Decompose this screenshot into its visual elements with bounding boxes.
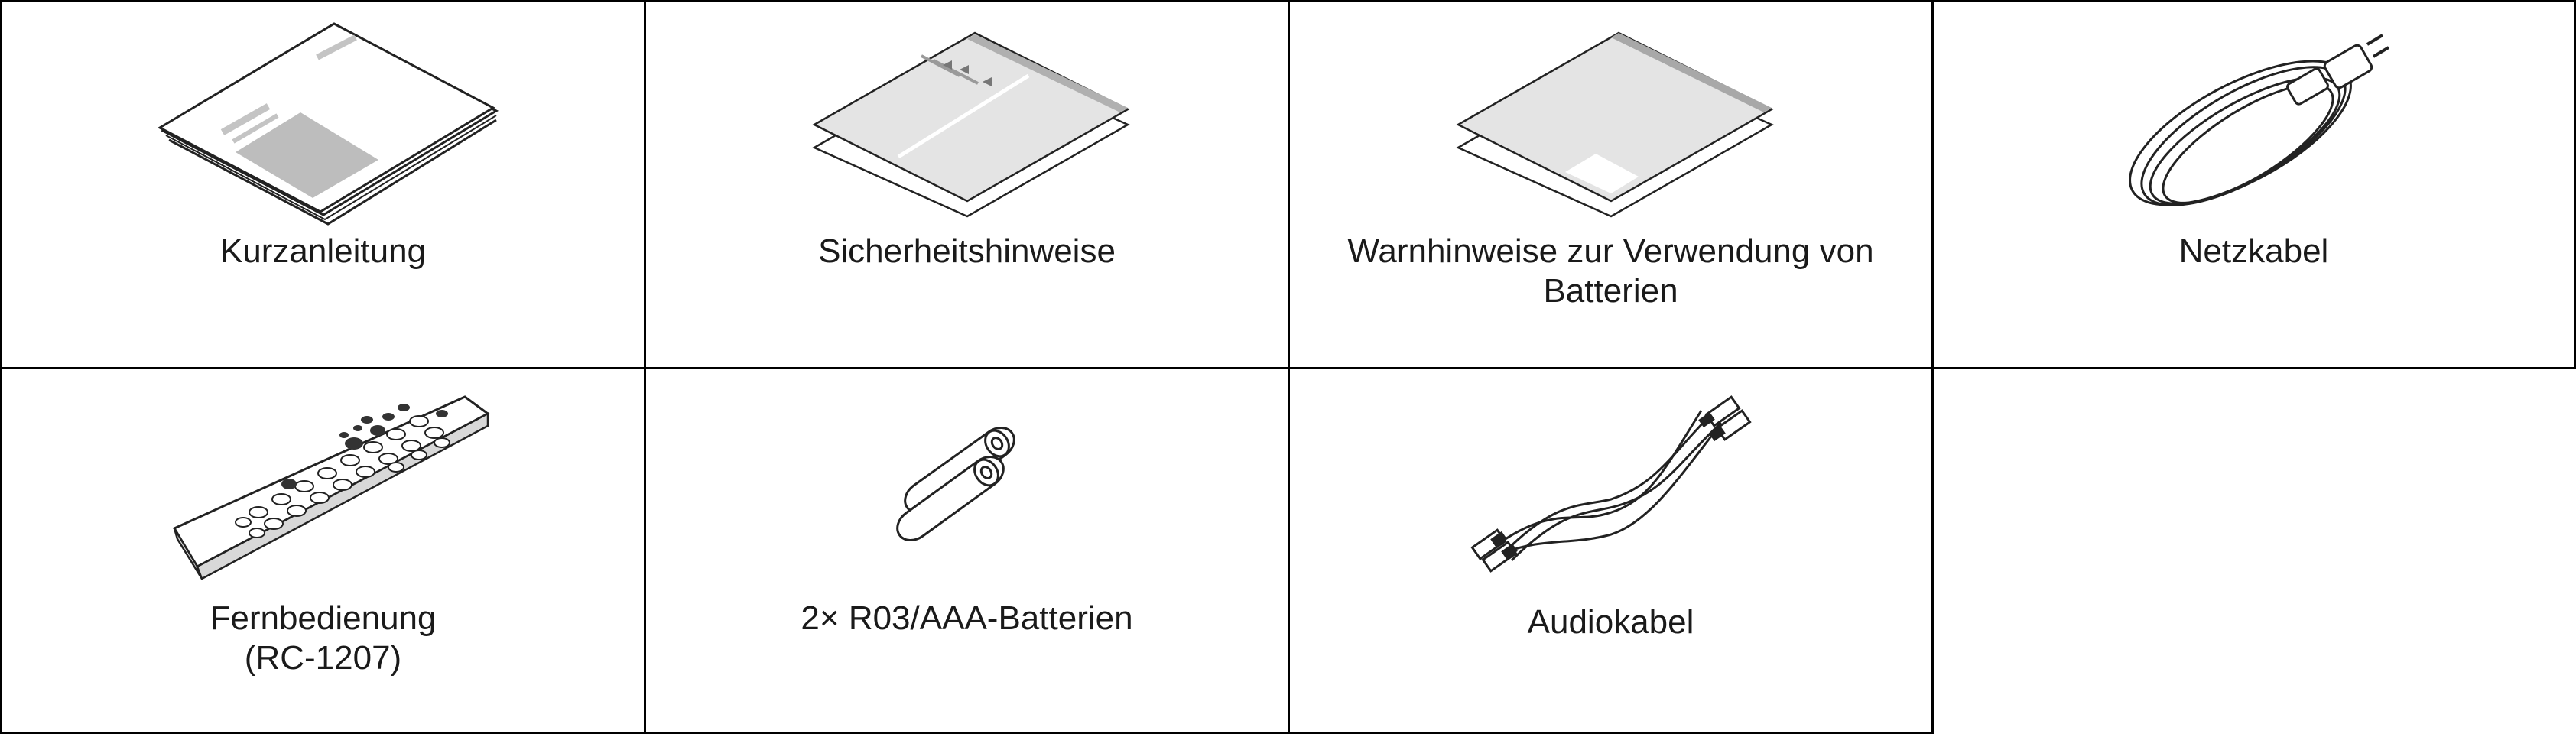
audio-cable-icon: [1470, 395, 1752, 573]
item-label: Kurzanleitung: [219, 232, 427, 270]
item-label-line1: Fernbedienung: [210, 599, 437, 637]
cell-power-cord: Netzkabel: [1931, 0, 2576, 369]
item-label: 2× R03/AAA-Batterien: [801, 599, 1133, 637]
power-cord-icon: [2129, 34, 2390, 206]
caption-remote-control: Fernbedienung (RC-1207): [2, 599, 644, 678]
cell-safety-instructions: Sicherheitshinweise: [644, 0, 1290, 369]
cell-battery-warnings: Warnhinweise zur Verwendung von Batterie…: [1288, 0, 1934, 369]
item-label-line1: Warnhinweise zur Verwendung von: [1347, 232, 1874, 270]
item-label: Audiokabel: [1527, 603, 1694, 641]
item-label-line2: Batterien: [1543, 272, 1678, 310]
caption-power-cord: Netzkabel: [1934, 232, 2574, 271]
cell-audio-cable: Audiokabel: [1288, 367, 1934, 734]
caption-batteries: 2× R03/AAA-Batterien: [646, 599, 1288, 638]
battery-icon: [896, 427, 1015, 541]
leaflet-icon: [812, 31, 1130, 218]
item-label: Netzkabel: [2178, 232, 2329, 270]
leaflet-icon: [1456, 31, 1774, 218]
caption-battery-warnings: Warnhinweise zur Verwendung von Batterie…: [1290, 232, 1931, 311]
caption-audio-cable: Audiokabel: [1290, 602, 1931, 642]
cell-quick-start-guide: Kurzanleitung: [0, 0, 646, 369]
item-label-line2: (RC-1207): [244, 639, 402, 677]
cell-batteries: 2× R03/AAA-Batterien: [644, 367, 1290, 734]
caption-safety-instructions: Sicherheitshinweise: [646, 232, 1288, 271]
cell-remote-control: Fernbedienung (RC-1207): [0, 367, 646, 734]
booklet-icon: [157, 22, 499, 226]
remote-control-icon: [172, 395, 490, 580]
caption-quick-start-guide: Kurzanleitung: [2, 232, 644, 271]
item-label: Sicherheitshinweise: [818, 232, 1116, 270]
